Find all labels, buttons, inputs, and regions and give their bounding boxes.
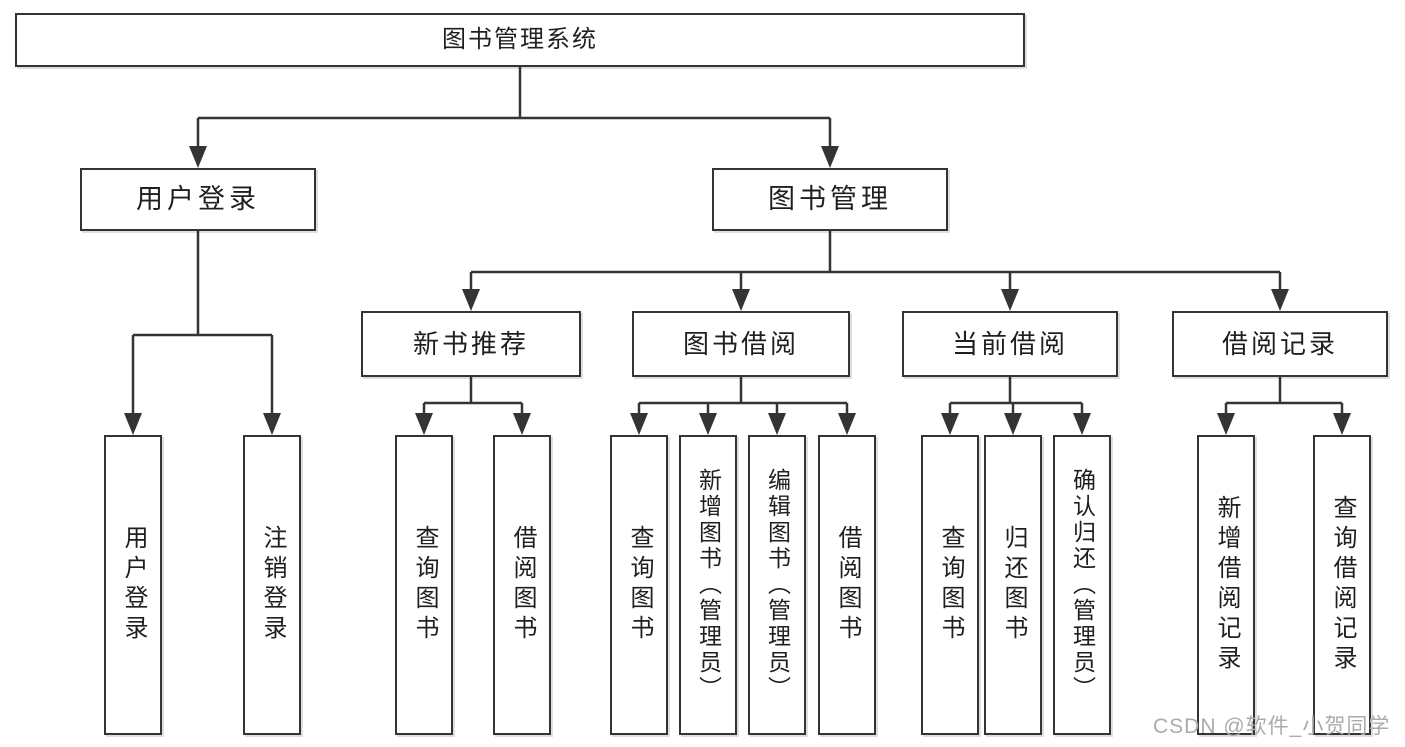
leaf-add-books-admin: 新增图书（管理员） — [679, 435, 737, 735]
leaf-borrow-books: 借阅图书 — [818, 435, 876, 735]
leaf-borrow-books-recommend: 借阅图书 — [493, 435, 551, 735]
node-book-management: 图书管理 — [712, 168, 948, 231]
csdn-watermark: CSDN @软件_小贺同学 — [1153, 715, 1391, 738]
node-borrowing-records: 借阅记录 — [1172, 311, 1388, 377]
leaf-return-books: 归还图书 — [984, 435, 1042, 735]
leaf-user-login: 用户登录 — [104, 435, 162, 735]
node-library-system: 图书管理系统 — [15, 13, 1025, 67]
leaf-add-borrow-record: 新增借阅记录 — [1197, 435, 1255, 735]
leaf-query-borrow-record: 查询借阅记录 — [1313, 435, 1371, 735]
leaf-confirm-return-admin: 确认归还（管理员） — [1053, 435, 1111, 735]
arrowheads — [124, 146, 1351, 435]
node-new-book-recommendation: 新书推荐 — [361, 311, 581, 377]
node-user-login: 用户登录 — [80, 168, 316, 231]
leaf-query-books-recommend: 查询图书 — [395, 435, 453, 735]
leaf-query-books-current: 查询图书 — [921, 435, 979, 735]
leaf-query-books-borrowing: 查询图书 — [610, 435, 668, 735]
leaf-edit-books-admin: 编辑图书（管理员） — [748, 435, 806, 735]
leaf-logout: 注销登录 — [243, 435, 301, 735]
node-book-borrowing: 图书借阅 — [632, 311, 850, 377]
node-current-borrowing: 当前借阅 — [902, 311, 1118, 377]
